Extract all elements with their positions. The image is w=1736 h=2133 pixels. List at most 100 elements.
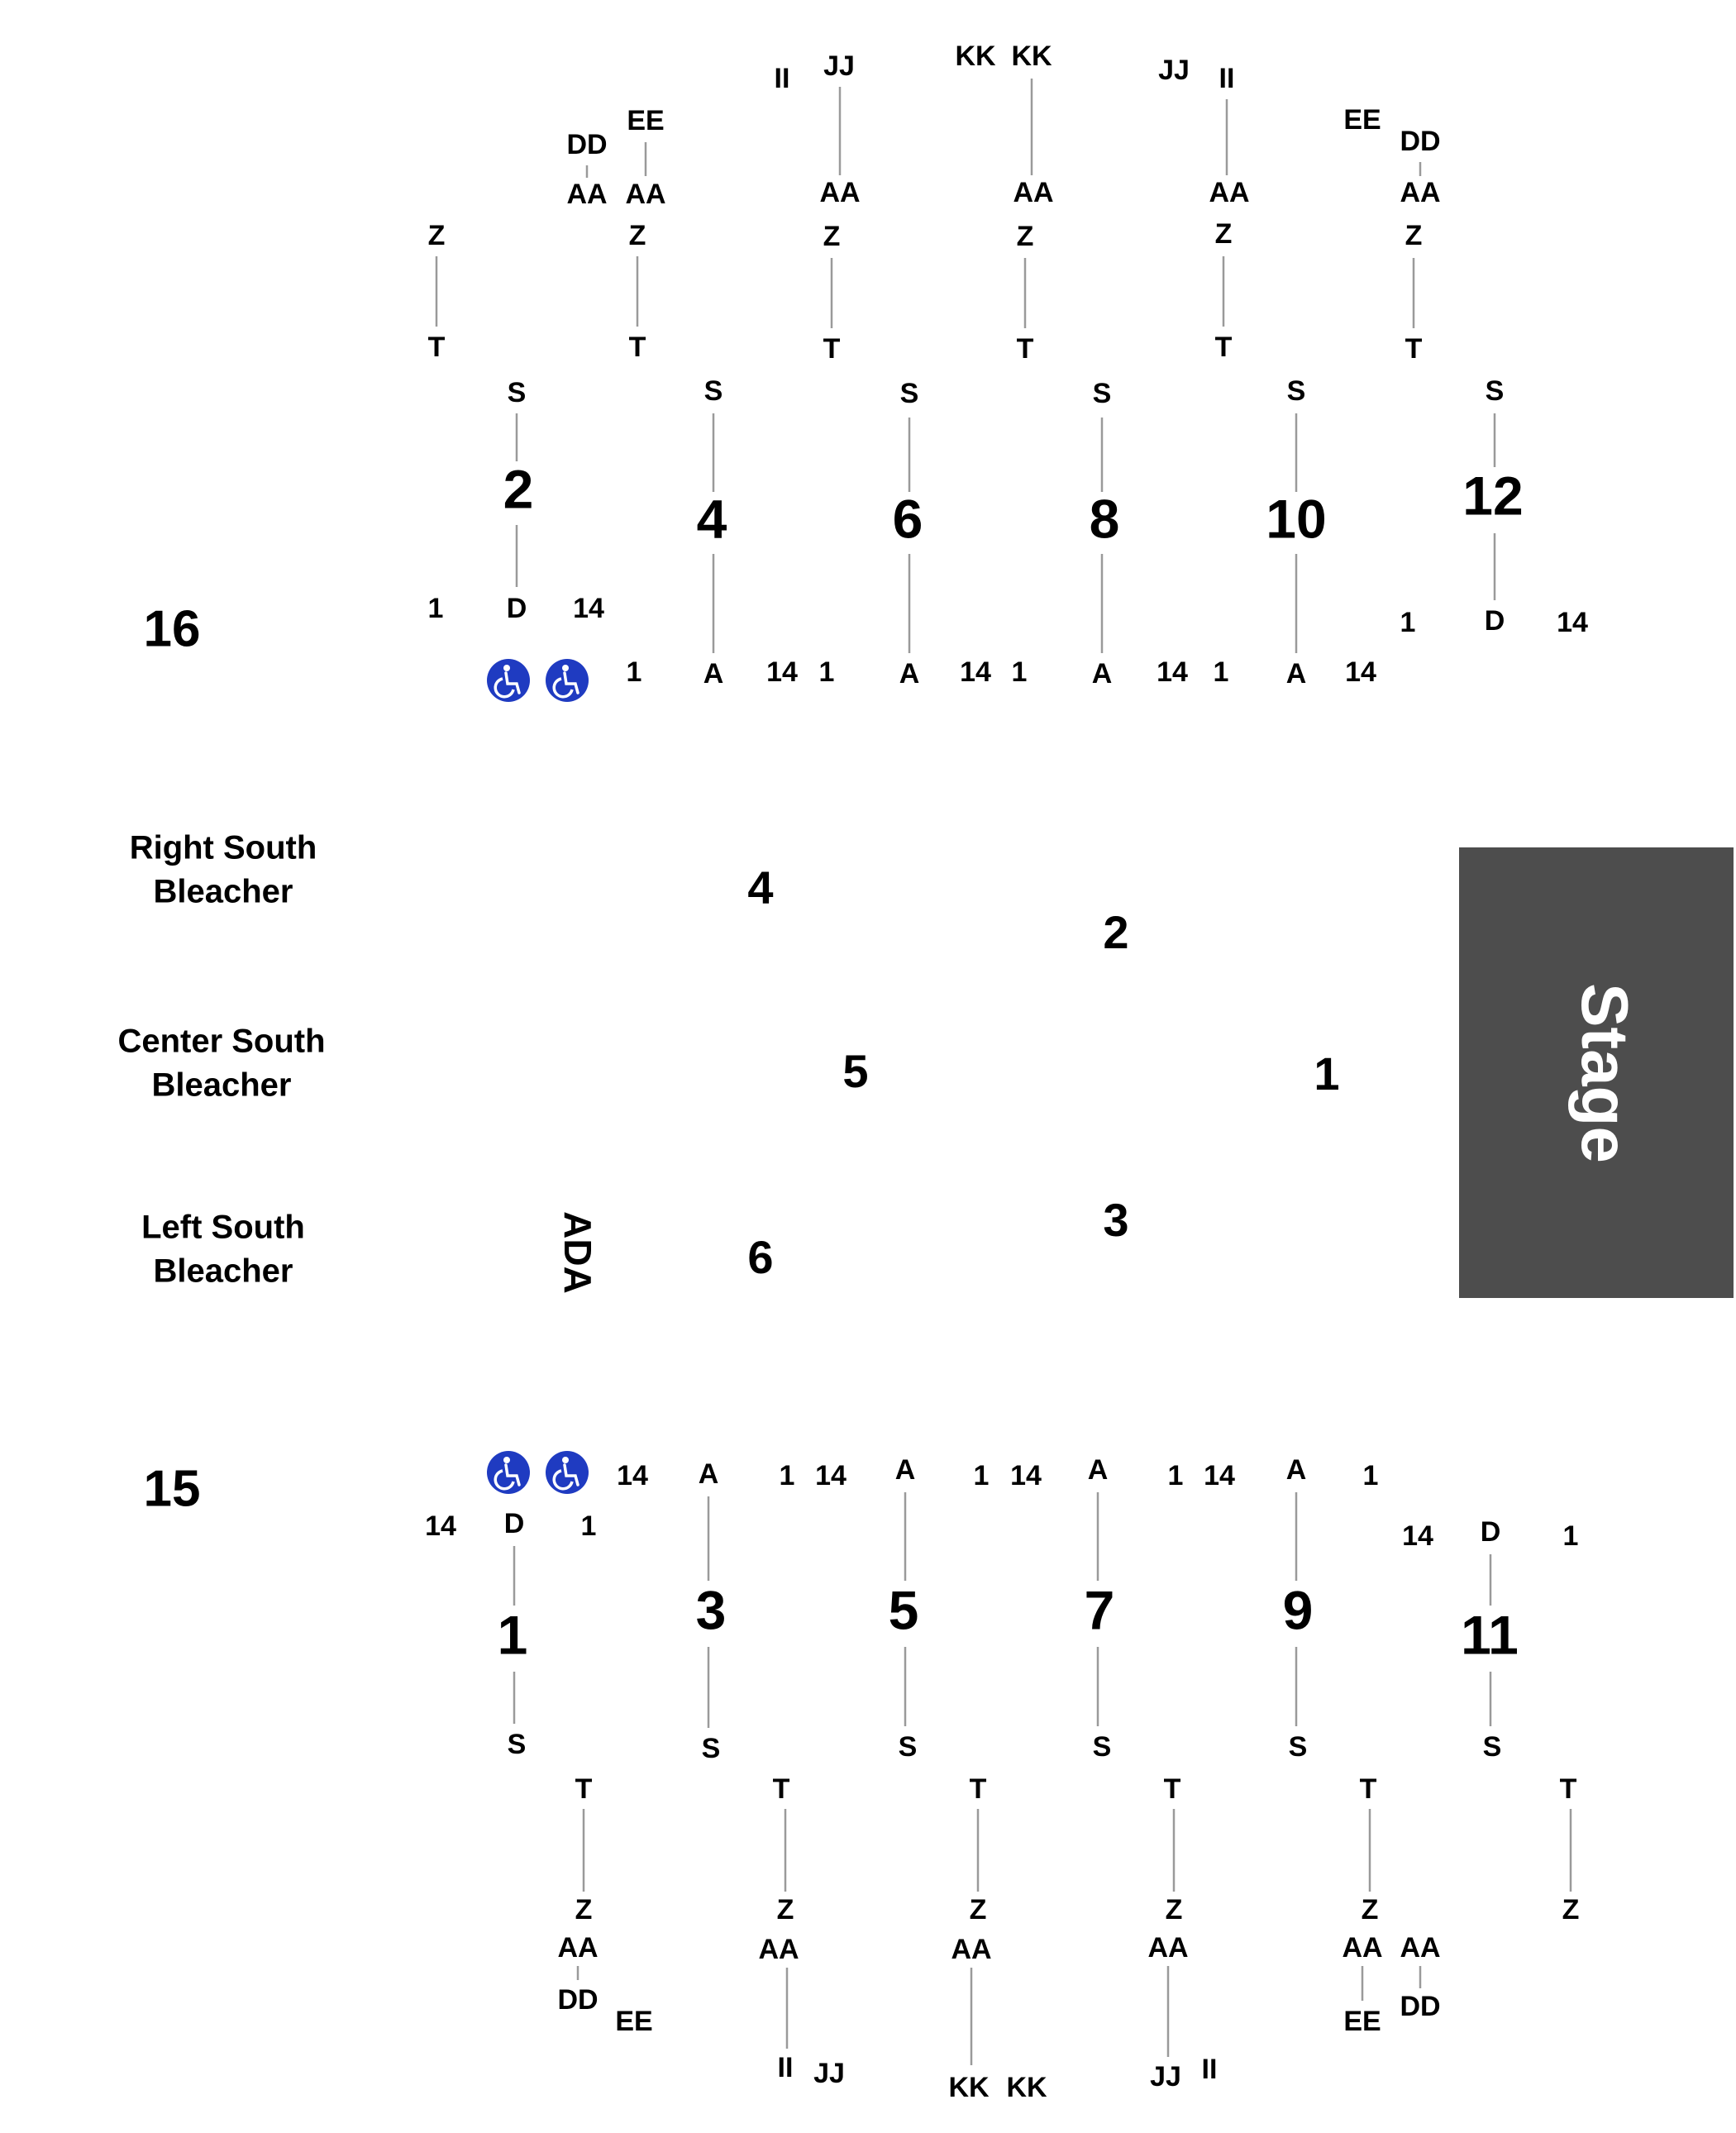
block-3[interactable]: A 3 S 14 1	[617, 1458, 794, 1764]
stage[interactable]: Stage	[1459, 847, 1734, 1298]
row-label: S	[1093, 1731, 1112, 1763]
row-label[interactable]: Z	[428, 220, 446, 251]
row-label[interactable]: DD	[566, 129, 607, 160]
row-label[interactable]: T	[1164, 1773, 1181, 1805]
row-label[interactable]: T	[1405, 333, 1423, 365]
row-label[interactable]: AA	[1147, 1932, 1188, 1964]
row-label[interactable]: JJ	[813, 2058, 845, 2089]
row-label[interactable]: Z	[629, 220, 646, 251]
floor-section-3[interactable]: 3	[1103, 1194, 1128, 1246]
row-label[interactable]: KK	[1011, 41, 1052, 72]
row-label[interactable]: EE	[615, 2006, 652, 2037]
row-label[interactable]: T	[1215, 332, 1233, 363]
block-4[interactable]: S 4 A 1 14	[627, 375, 798, 690]
row-label[interactable]: JJ	[823, 50, 855, 82]
block-2[interactable]: S 2 D 1 14	[428, 377, 604, 624]
row-label[interactable]: AA	[819, 177, 860, 208]
row-label[interactable]: II	[1202, 2054, 1218, 2085]
row-label[interactable]: T	[970, 1773, 987, 1805]
section-number: 8	[1090, 488, 1120, 549]
section-number: 12	[1462, 465, 1523, 526]
row-label[interactable]: Z	[1362, 1894, 1379, 1925]
block-11[interactable]: D 11 S 14 1	[1402, 1516, 1578, 1763]
left-south-bleacher-line2[interactable]: Bleacher	[154, 1253, 293, 1290]
row-label[interactable]: JJ	[1158, 55, 1190, 86]
left-south-bleacher-line1[interactable]: Left South	[141, 1210, 305, 1246]
row-label[interactable]: T	[428, 332, 446, 363]
block-5[interactable]: A 5 S 14 1	[815, 1454, 989, 1763]
row-label[interactable]: AA	[557, 1932, 598, 1964]
row-label: S	[704, 375, 723, 407]
row-label[interactable]: AA	[951, 1934, 991, 1965]
row-label[interactable]: T	[629, 332, 646, 363]
block-10[interactable]: S 10 A 1 14	[1214, 375, 1376, 690]
row-label[interactable]: AA	[1342, 1932, 1382, 1964]
row-label[interactable]: AA	[1209, 177, 1249, 208]
row-label: S	[1483, 1731, 1502, 1763]
row-label[interactable]: Z	[1017, 221, 1034, 252]
row-label[interactable]: DD	[557, 1984, 598, 2016]
row-label[interactable]: KK	[955, 41, 996, 72]
center-south-bleacher-line2[interactable]: Bleacher	[152, 1067, 292, 1104]
row-label[interactable]: DD	[1400, 1991, 1440, 2022]
row-label[interactable]: T	[575, 1773, 593, 1805]
row-label: S	[900, 378, 919, 409]
row-label[interactable]: Z	[575, 1894, 593, 1925]
row-label[interactable]: Z	[1166, 1894, 1183, 1925]
row-label[interactable]: T	[823, 333, 841, 365]
section-number: 10	[1266, 488, 1326, 549]
row-label[interactable]: II	[775, 63, 790, 94]
floor-section-4[interactable]: 4	[747, 861, 773, 914]
section-15-label[interactable]: 15	[144, 1460, 201, 1517]
block-6[interactable]: S 6 A 1 14	[819, 378, 991, 690]
seat-number: 1	[819, 656, 835, 688]
block-1[interactable]: D 1 S 14 1	[425, 1508, 596, 1760]
row-label[interactable]: JJ	[1150, 2061, 1181, 2092]
ada-label[interactable]: ADA	[556, 1211, 599, 1294]
row-label[interactable]: T	[1560, 1773, 1577, 1805]
floor-section-5[interactable]: 5	[842, 1045, 868, 1097]
row-label[interactable]: AA	[1400, 1932, 1440, 1964]
row-label[interactable]: EE	[1343, 2006, 1381, 2037]
row-label[interactable]: Z	[1405, 220, 1423, 251]
block-9[interactable]: A 9 S 14 1	[1204, 1454, 1378, 1763]
row-label[interactable]: AA	[758, 1934, 799, 1965]
right-south-bleacher-line1[interactable]: Right South	[130, 830, 317, 866]
row-label[interactable]: AA	[1013, 177, 1053, 208]
seat-number: 14	[1010, 1460, 1042, 1491]
row-label[interactable]: EE	[1343, 104, 1381, 136]
row-label[interactable]: Z	[970, 1894, 987, 1925]
floor-section-6[interactable]: 6	[747, 1231, 773, 1283]
row-label[interactable]: AA	[625, 179, 665, 210]
section-number: 11	[1461, 1604, 1519, 1665]
center-south-bleacher-line1[interactable]: Center South	[117, 1024, 325, 1060]
row-label[interactable]: KK	[948, 2072, 990, 2103]
row-label[interactable]: AA	[566, 179, 607, 210]
seat-number: 1	[1563, 1520, 1579, 1552]
row-label[interactable]: II	[1219, 63, 1235, 94]
floor-section-2[interactable]: 2	[1103, 906, 1128, 958]
row-label[interactable]: T	[1017, 333, 1034, 365]
row-label[interactable]: DD	[1400, 126, 1440, 157]
section-number: 1	[498, 1604, 528, 1665]
block-12[interactable]: S 12 D 1 14	[1400, 375, 1588, 638]
row-label[interactable]: T	[773, 1773, 790, 1805]
row-label[interactable]: Z	[1215, 218, 1233, 250]
row-label: A	[703, 658, 724, 690]
row-label[interactable]: Z	[823, 221, 841, 252]
row-label[interactable]: Z	[1562, 1894, 1580, 1925]
right-south-bleacher-line2[interactable]: Bleacher	[154, 874, 293, 910]
row-label[interactable]: EE	[627, 105, 664, 136]
block-8[interactable]: S 8 A 1 14	[1012, 378, 1188, 690]
seat-number: 1	[627, 656, 642, 688]
row-label[interactable]: Z	[777, 1894, 794, 1925]
block-7[interactable]: A 7 S 14 1	[1010, 1454, 1183, 1763]
row-label[interactable]: AA	[1400, 177, 1440, 208]
floor-section-1[interactable]: 1	[1314, 1047, 1339, 1100]
row-label: A	[1286, 1454, 1307, 1486]
row-label[interactable]: II	[778, 2052, 794, 2083]
section-16-label[interactable]: 16	[144, 600, 201, 657]
row-label[interactable]: T	[1360, 1773, 1377, 1805]
row-label[interactable]: KK	[1006, 2072, 1047, 2103]
wheelchair-icon	[546, 659, 589, 702]
